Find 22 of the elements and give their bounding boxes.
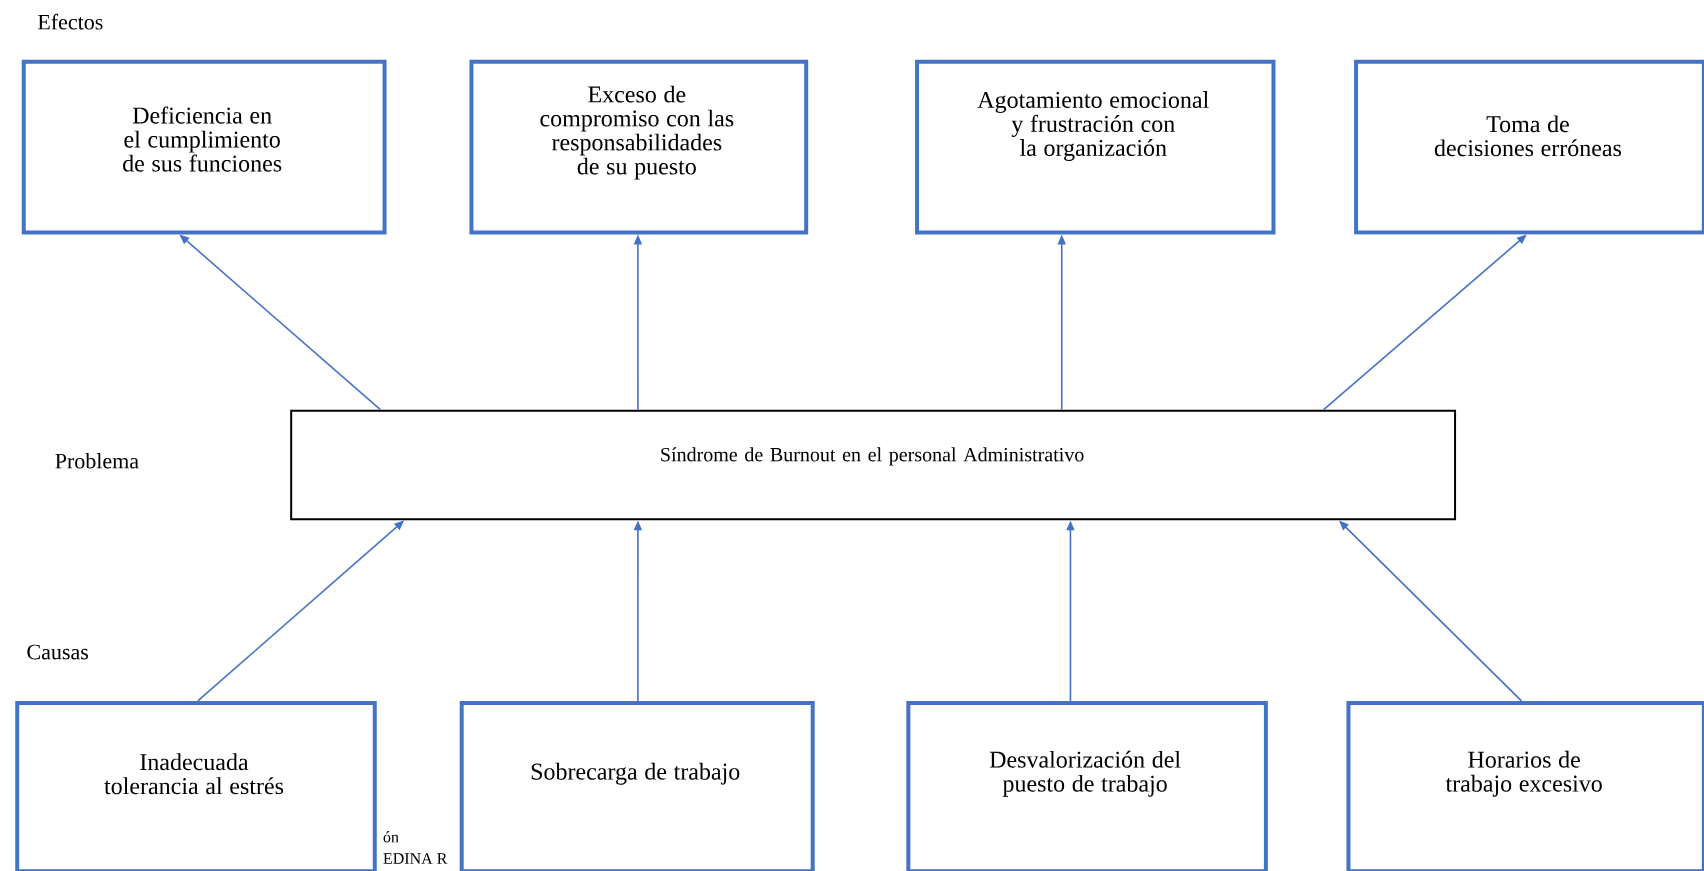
effect-box — [469, 59, 809, 235]
problem-box — [290, 409, 1457, 521]
cause-box — [459, 700, 815, 871]
label: Problema — [55, 453, 139, 469]
cause-box — [906, 700, 1268, 871]
box-text: Agotamiento emocional y frustración con la organización — [977, 91, 1209, 161]
box-text: Deficiencia en el cumplimiento de sus funciones — [123, 106, 282, 172]
box-text: Sobrecarga de trabajo — [531, 762, 740, 785]
box-text: Horarios de trabajo excesivo — [1445, 750, 1602, 797]
label: EDINA R — [383, 853, 448, 864]
box-text: Síndrome de Burnout en el personal Administrativo — [661, 447, 1084, 466]
label: Causas — [27, 644, 88, 660]
cause-box — [1346, 700, 1704, 871]
box-text: Desvalorización del puesto de trabajo — [989, 750, 1181, 797]
box-text: Exceso de compromiso con las responsabilidades de su puesto — [540, 85, 734, 180]
cause-box — [15, 700, 377, 871]
effect-box — [915, 59, 1276, 235]
effect-box — [1354, 59, 1704, 235]
box-text: Inadecuada tolerancia al estrés — [104, 753, 284, 795]
label: Efectos — [37, 13, 103, 30]
box-text: Toma de decisiones erróneas — [1434, 115, 1622, 157]
effect-box — [21, 59, 387, 235]
